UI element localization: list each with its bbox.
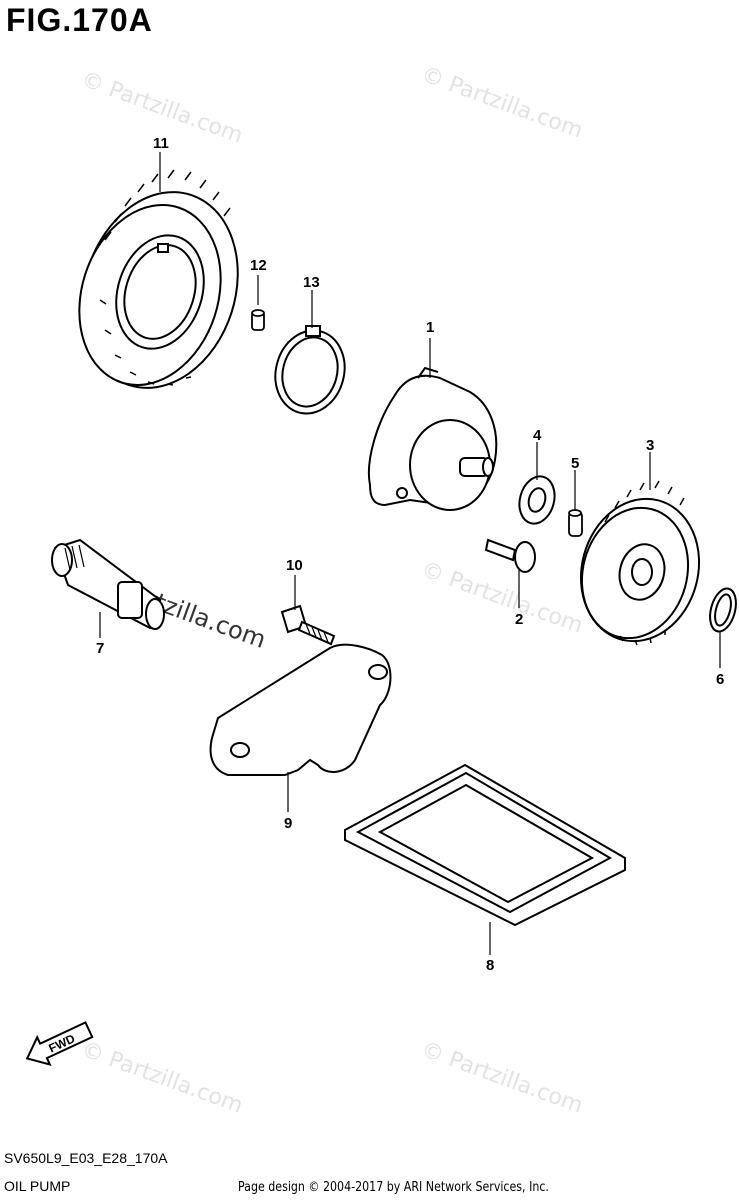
watermark: © Partzilla.com [418, 557, 586, 639]
part-12-dowel-pin [251, 309, 265, 331]
part-3-driven-gear [579, 480, 701, 646]
callout-5: 5 [571, 455, 579, 472]
part-5-pin [568, 509, 583, 537]
part-4-washer [518, 475, 556, 525]
part-2-screw [484, 538, 536, 573]
part-13-circlip [274, 325, 346, 415]
callout-6: 6 [716, 671, 724, 688]
callout-7: 7 [96, 640, 104, 657]
part-1-oil-pump [368, 366, 498, 511]
callout-2: 2 [515, 611, 523, 628]
part-11-large-gear [78, 169, 239, 389]
callout-numbers: 11 12 13 1 4 5 3 2 6 7 10 9 8 [96, 135, 724, 974]
figure-title: FIG.170A [6, 2, 153, 38]
callout-1: 1 [426, 319, 434, 336]
callout-10: 10 [286, 557, 303, 574]
watermark: © Partzilla.com [418, 62, 586, 144]
callout-13: 13 [303, 274, 320, 291]
callout-12: 12 [250, 257, 267, 274]
callout-9: 9 [284, 815, 292, 832]
callout-4: 4 [533, 427, 542, 444]
watermark: © Partzilla.com [418, 1037, 586, 1119]
callout-8: 8 [486, 957, 494, 974]
watermark: © Partzilla.com [78, 1037, 246, 1119]
copyright-notice: Page design © 2004-2017 by ARI Network S… [238, 1180, 549, 1195]
callout-3: 3 [646, 437, 654, 454]
part-8-oil-strainer [344, 763, 626, 927]
section-name: OIL PUMP [4, 1178, 71, 1194]
leader-lines [99, 152, 721, 955]
part-7-oil-fitting [51, 538, 165, 630]
part-10-bolt [280, 604, 336, 646]
part-6-snap-ring [709, 587, 737, 633]
model-code: SV650L9_E03_E28_170A [4, 1150, 168, 1166]
callout-11: 11 [153, 135, 169, 152]
part-9-plate [209, 643, 392, 776]
